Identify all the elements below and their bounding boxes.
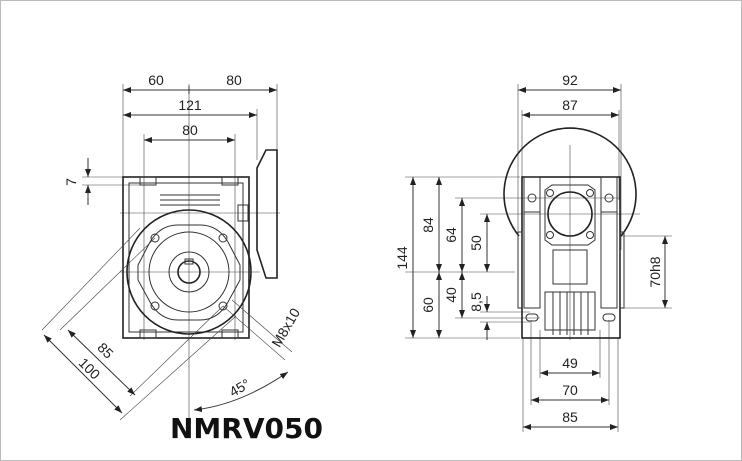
- side-view: [405, 84, 672, 432]
- dim-92: 92: [562, 72, 578, 88]
- dim-60: 60: [148, 72, 164, 88]
- dim-45-deg: 45°: [226, 375, 252, 399]
- dim-40: 40: [443, 287, 459, 303]
- dim-85-side: 85: [562, 409, 578, 425]
- dim-m8x10: M8x10: [268, 305, 303, 350]
- dim-7: 7: [63, 178, 79, 186]
- dim-49: 49: [562, 355, 578, 371]
- dim-84: 84: [420, 217, 436, 233]
- dim-144: 144: [394, 246, 410, 270]
- dim-64: 64: [443, 227, 459, 243]
- dim-80-mount: 80: [182, 122, 198, 138]
- dim-100: 100: [76, 355, 104, 383]
- dim-87: 87: [562, 97, 578, 113]
- dim-80-top: 80: [226, 72, 242, 88]
- dim-70: 70: [562, 382, 578, 398]
- dim-8-5: 8,5: [468, 292, 484, 312]
- model-title: NMRV050: [170, 412, 323, 445]
- front-view: [41, 84, 293, 421]
- dim-60-side: 60: [420, 297, 436, 313]
- dim-70h8: 70h8: [647, 256, 663, 287]
- dim-121: 121: [178, 97, 202, 113]
- dim-50: 50: [468, 235, 484, 251]
